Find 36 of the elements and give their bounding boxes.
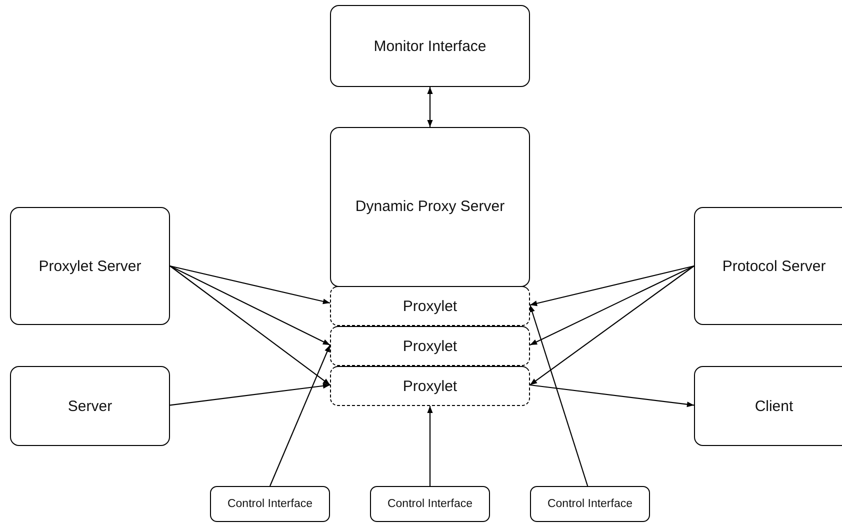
- dashed-box: [330, 286, 530, 326]
- node-label: Control Interface: [387, 498, 472, 510]
- rounded-box: [370, 486, 490, 522]
- rounded-box: [694, 207, 842, 325]
- rounded-box: [10, 207, 170, 325]
- arrow: [427, 87, 433, 127]
- rounded-box: [10, 366, 170, 446]
- arrow: [530, 266, 694, 346]
- node-label: Protocol Server: [722, 258, 826, 274]
- node-label: Control Interface: [227, 498, 312, 510]
- node-label: Control Interface: [547, 498, 632, 510]
- arrow: [170, 383, 330, 406]
- arrow: [529, 304, 588, 486]
- node-label: Server: [68, 398, 112, 414]
- node-label: Proxylet Server: [38, 258, 142, 274]
- arrow: [170, 266, 330, 386]
- node-label: Proxylet: [402, 338, 458, 354]
- node-label: Proxylet: [402, 298, 458, 314]
- arrow: [170, 266, 330, 346]
- arrow: [427, 406, 433, 486]
- dashed-box: [330, 366, 530, 406]
- node-label: Client: [754, 398, 794, 414]
- rounded-box: [694, 366, 842, 446]
- arrow: [170, 265, 330, 304]
- node-label: Dynamic Proxy Server: [355, 198, 505, 215]
- process-box: [330, 127, 530, 287]
- rounded-box: [530, 486, 650, 522]
- process-box: [330, 5, 530, 87]
- arrow: [530, 265, 694, 306]
- arrow: [270, 344, 330, 486]
- dashed-box: [330, 326, 530, 366]
- rounded-box: [210, 486, 330, 522]
- arrow: [530, 266, 694, 386]
- node-label: Monitor Interface: [374, 38, 486, 54]
- node-label: Proxylet: [402, 378, 458, 394]
- arrow: [530, 384, 694, 408]
